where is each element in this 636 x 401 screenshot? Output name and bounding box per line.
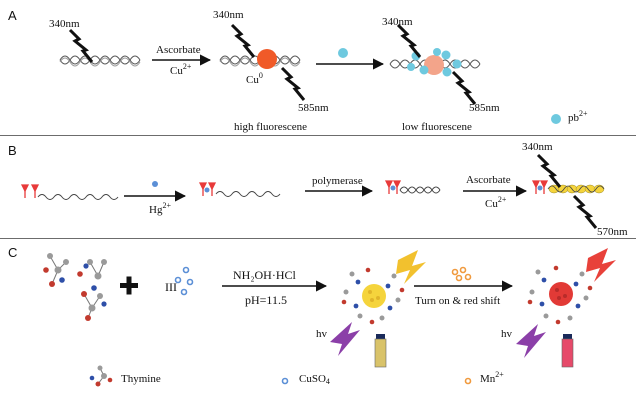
panel-c-graphics <box>43 248 616 387</box>
hv-label-2: hv <box>501 328 512 340</box>
thymine-molecules <box>43 253 107 321</box>
hv-label-1: hv <box>316 328 327 340</box>
vial-red <box>561 334 574 368</box>
mn-legend-icon <box>464 377 472 385</box>
thymine-legend-icon <box>89 365 113 387</box>
panel-a-graphics <box>59 23 561 124</box>
mn-particles <box>451 266 472 282</box>
thymine-legend-label: Thymine <box>121 373 161 385</box>
lead-ion-legend-label: pb2+ <box>568 109 588 124</box>
divider-a-b <box>0 135 636 136</box>
excitation-label-b: 340nm <box>522 141 553 153</box>
t-hg-t-probe-3 <box>384 180 402 194</box>
red-fluorescence-icon <box>586 248 616 282</box>
excitation-label-3: 340nm <box>382 16 413 28</box>
cuso4-legend-icon <box>281 377 289 385</box>
excitation-bolt-icon-2 <box>230 23 256 59</box>
lead-ion-legend-dot <box>551 114 561 124</box>
vial-yellow <box>374 334 387 368</box>
cu-ion-label-b: Cu2+ <box>485 195 507 210</box>
hg-ion-label: Hg2+ <box>149 201 171 216</box>
purple-excitation-icon-2 <box>516 324 546 358</box>
panel-b-graphics <box>20 153 605 230</box>
polymerase-label: polymerase <box>312 175 363 187</box>
quenched-particle <box>424 55 444 75</box>
ascorbate-label-b: Ascorbate <box>466 174 511 186</box>
plus-icon <box>120 276 138 295</box>
panel-label-a: A <box>8 8 17 23</box>
reagent-label-1: NH₂OH·HCl <box>233 268 296 282</box>
lead-ion-dot <box>338 48 348 58</box>
roman-numeral-label: III <box>165 280 177 294</box>
panel-label-b: B <box>8 143 17 158</box>
emission-label-1: 585nm <box>298 102 329 114</box>
excitation-bolt-icon-3 <box>396 23 422 59</box>
excitation-bolt-icon <box>68 28 94 64</box>
t-hg-t-probe-1 <box>20 184 40 198</box>
ascorbate-label-a: Ascorbate <box>156 44 201 56</box>
cuso4-particles <box>174 266 194 296</box>
copper-nanoparticle <box>257 49 277 69</box>
dna-duplex-1 <box>59 55 141 67</box>
excitation-label-1: 340nm <box>49 18 80 30</box>
dna-duplex-b <box>399 186 441 194</box>
state-label-low: low fluorescene <box>402 121 472 133</box>
emission-bolt-icon <box>280 66 306 102</box>
emission-label-b: 570nm <box>597 226 628 238</box>
copper-nanocluster-red <box>527 265 593 325</box>
cu-cluster-core <box>362 284 386 308</box>
turn-on-label: Turn on & red shift <box>415 295 501 307</box>
excitation-label-2: 340nm <box>213 9 244 21</box>
t-hg-t-probe-2 <box>198 182 217 196</box>
panel-label-c: C <box>8 245 18 260</box>
lead-ions-bound <box>407 48 462 77</box>
emission-bolt-icon-b <box>572 194 598 230</box>
purple-excitation-icon-1 <box>330 322 360 356</box>
red-cluster-core <box>549 282 573 306</box>
mn-legend-label: Mn2+ <box>480 370 504 385</box>
state-label-high: high fluorescene <box>234 121 307 133</box>
cu-ion-label-a: Cu2+ <box>170 62 192 77</box>
divider-b-c <box>0 238 636 239</box>
cuso4-legend-label: CuSO4 <box>299 373 330 386</box>
emission-bolt-icon-2 <box>451 70 477 106</box>
copper-nanocluster-yellow <box>341 267 405 325</box>
mercury-ion <box>152 181 158 187</box>
emission-label-2: 585nm <box>469 102 500 114</box>
reagent-label-2: pH=11.5 <box>245 293 287 307</box>
t-hg-t-probe-4 <box>531 180 549 194</box>
copper-zero-label: Cu0 <box>246 71 263 86</box>
yellow-fluorescence-icon <box>396 250 426 284</box>
